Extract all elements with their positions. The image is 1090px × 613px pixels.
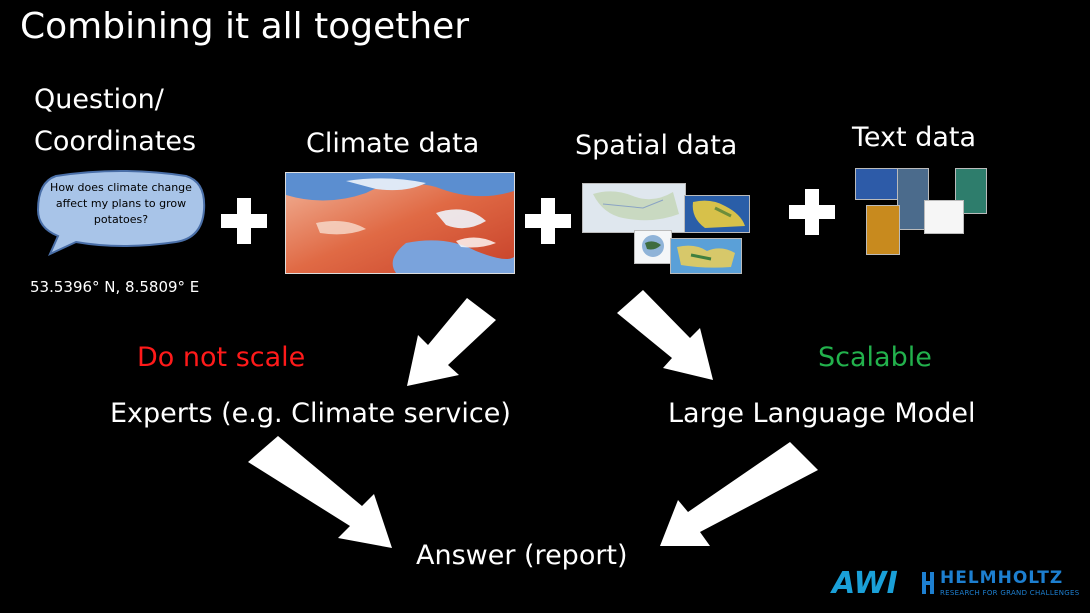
coordinates-value: 53.5396° N, 8.5809° E xyxy=(30,278,200,296)
coordinates-label: Coordinates xyxy=(34,126,197,157)
arrow-down-right xyxy=(617,290,713,380)
awi-logo: AWI xyxy=(832,566,898,601)
spatial-map-thumbnail xyxy=(582,183,686,233)
report-cover-thumbnail xyxy=(897,168,929,230)
report-cover-thumbnail xyxy=(866,205,900,255)
text-data-label: Text data xyxy=(852,122,977,153)
question-label: Question/ xyxy=(34,84,164,115)
helmholtz-logo-mark xyxy=(922,572,934,594)
plus-icon xyxy=(221,198,267,244)
arrow-down-right xyxy=(248,436,392,548)
answer-node: Answer (report) xyxy=(416,540,628,571)
plus-icon xyxy=(525,198,571,244)
slide-title: Combining it all together xyxy=(20,6,470,47)
spatial-map-thumbnail xyxy=(670,238,742,274)
report-cover-thumbnail xyxy=(855,168,899,200)
climate-map-image xyxy=(285,172,515,274)
bubble-question-text: How does climate change affect my plans … xyxy=(50,181,192,226)
spatial-map-thumbnail xyxy=(684,195,750,233)
experts-node: Experts (e.g. Climate service) xyxy=(110,398,511,429)
report-cover-thumbnail xyxy=(924,200,964,234)
plus-icon xyxy=(789,189,835,235)
no-scale-label: Do not scale xyxy=(137,342,306,373)
arrow-down-left xyxy=(407,298,496,386)
arrow-down-left xyxy=(660,442,818,546)
speech-bubble-shape xyxy=(36,170,206,256)
llm-node: Large Language Model xyxy=(668,398,976,429)
speech-bubble: How does climate change affect my plans … xyxy=(36,170,206,256)
helmholtz-logo: HELMHOLTZ xyxy=(940,568,1064,588)
spatial-data-label: Spatial data xyxy=(575,130,738,161)
spatial-map-thumbnail xyxy=(634,230,672,264)
climate-data-label: Climate data xyxy=(306,128,480,159)
scalable-label: Scalable xyxy=(818,342,932,373)
helmholtz-tagline: RESEARCH FOR GRAND CHALLENGES xyxy=(940,589,1080,597)
